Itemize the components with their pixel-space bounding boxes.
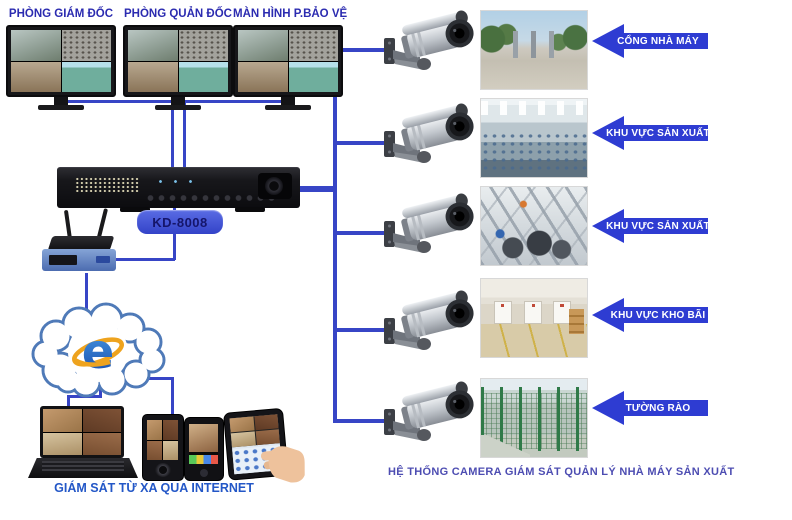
tablet [222, 407, 305, 484]
cctv-camera-icon [384, 191, 474, 253]
monitor-screen [123, 25, 233, 97]
arrow-label: TƯỜNG RÀO [625, 402, 691, 414]
wire [336, 328, 389, 332]
direction-arrow: TƯỜNG RÀO [590, 388, 710, 428]
dvr-model-badge: KD-8008 [137, 210, 223, 234]
direction-arrow: CỔNG NHÀ MÁY [590, 21, 710, 61]
smartphone [184, 417, 224, 481]
cctv-camera-icon [384, 8, 474, 70]
dvr-led-matrix [75, 177, 139, 192]
monitor-label: PHÒNG QUẢN ĐỐC [124, 8, 232, 20]
wire [61, 100, 178, 103]
arrow-label: KHU VỰC KHO BÃI [610, 309, 706, 321]
wire [112, 258, 175, 261]
monitor-label: MÀN HÌNH P.BẢO VỆ [233, 8, 348, 20]
wire [67, 395, 70, 412]
app-icons [189, 455, 218, 464]
monitor-director-room: PHÒNG GIÁM ĐỐC [6, 8, 116, 110]
monitor-label: PHÒNG GIÁM ĐỐC [8, 8, 114, 20]
internet-cloud-icon: e [31, 302, 166, 398]
direction-arrow: KHU VỰC SẢN XUẤT [590, 113, 710, 153]
wire [298, 186, 335, 192]
wire [336, 231, 389, 235]
wire [183, 100, 284, 103]
wifi-router [42, 208, 122, 274]
arrow-label: KHU VỰC SẢN XUẤT [606, 220, 710, 232]
wire [129, 377, 174, 380]
wire [171, 100, 174, 168]
home-button-icon [200, 469, 208, 477]
dvr-jog-dial [258, 173, 292, 199]
svg-text:e: e [82, 324, 115, 380]
cctv-camera-icon [384, 379, 474, 441]
wire [85, 273, 88, 309]
arrow-label: CỔNG NHÀ MÁY [617, 35, 699, 47]
cctv-camera-icon [384, 101, 474, 163]
monitor-screen [6, 25, 116, 97]
smartphone [142, 414, 184, 481]
wire [336, 141, 389, 145]
cctv-camera-icon [384, 288, 474, 350]
direction-arrow: KHU VỰC KHO BÃI [590, 295, 710, 335]
direction-arrow: KHU VỰC SẢN XUẤT [590, 206, 710, 246]
remote-monitoring-caption: GIÁM SÁT TỪ XA QUA INTERNET [54, 481, 254, 495]
scene-photo-warehouse [480, 278, 588, 358]
wire [99, 386, 102, 398]
monitor-manager-room: PHÒNG QUẢN ĐỐC [123, 8, 233, 110]
wire [336, 48, 389, 52]
scene-photo-assembly-line [480, 186, 588, 266]
diagram-title: HỆ THỐNG CAMERA GIÁM SÁT QUẢN LÝ NHÀ MÁY… [388, 466, 735, 478]
dvr-status-leds [153, 179, 197, 184]
wire [171, 377, 174, 415]
dvr-buttons [145, 194, 277, 202]
laptop [28, 406, 138, 480]
scene-photo-perimeter-fence [480, 378, 588, 458]
scene-photo-production-area [480, 98, 588, 178]
wire [183, 100, 186, 168]
internet-explorer-logo: e [72, 324, 124, 380]
monitor-screen [233, 25, 343, 97]
scene-photo-factory-gate [480, 10, 588, 90]
monitor-security-room: MÀN HÌNH P.BẢO VỆ [233, 8, 348, 110]
wire [336, 419, 389, 423]
dvr-recorder [57, 167, 300, 208]
arrow-label: KHU VỰC SẢN XUẤT [606, 127, 710, 139]
trunk-wire [333, 48, 337, 423]
hand-icon [260, 446, 305, 483]
